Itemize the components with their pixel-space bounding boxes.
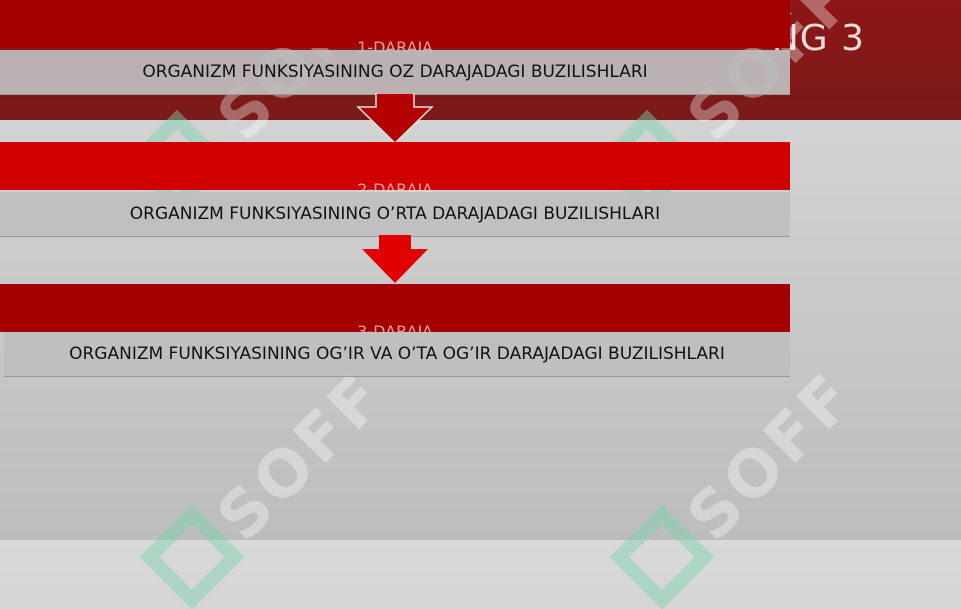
watermark-text: SOFF bbox=[673, 358, 871, 556]
down-arrow-icon bbox=[356, 93, 434, 145]
level-3-description: ORGANIZM FUNKSIYASINING OG’IR VA O’TA OG… bbox=[4, 332, 790, 377]
level-2-block bbox=[0, 142, 790, 190]
watermark-text: SOFF bbox=[203, 358, 401, 556]
level-2-description: ORGANIZM FUNKSIYASINING O’RTA DARAJADAGI… bbox=[0, 192, 790, 237]
level-1-block bbox=[0, 0, 790, 48]
down-arrow-icon bbox=[362, 235, 428, 283]
level-3-block bbox=[0, 284, 790, 332]
level-1-description: ORGANIZM FUNKSIYASINING OZ DARAJADAGI BU… bbox=[0, 50, 790, 95]
